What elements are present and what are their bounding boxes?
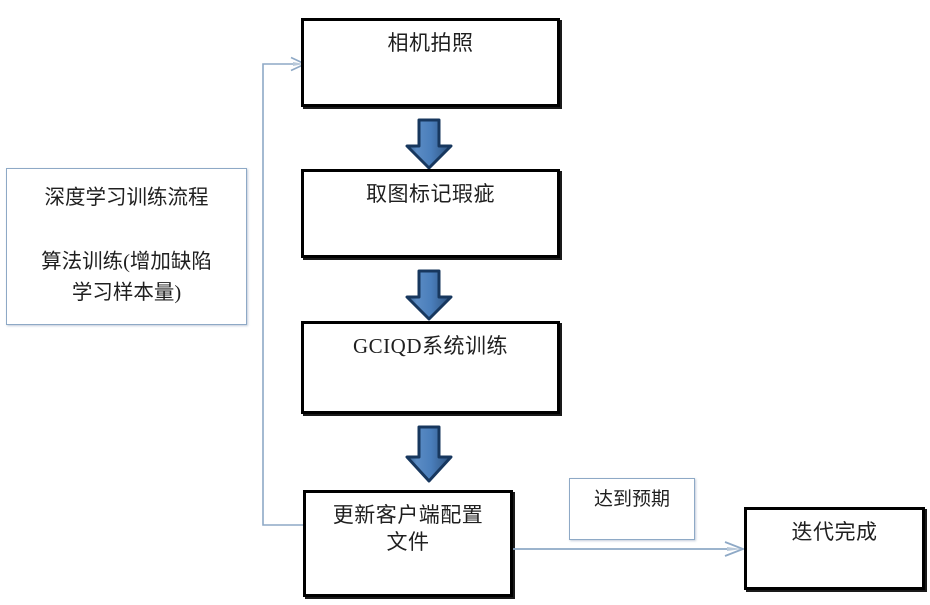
process-box-gciqd-system-training-label: GCIQD系统训练 [353,334,508,358]
process-box-gciqd-system-training[interactable]: GCIQD系统训练 [301,321,560,414]
process-box-capture-and-mark-defects[interactable]: 取图标记瑕疵 [301,169,560,258]
info-box-text: 深度学习训练流程 算法训练(增加缺陷 学习样本量) [41,187,212,305]
process-box-iteration-complete[interactable]: 迭代完成 [744,507,925,590]
process-box-iteration-complete-label: 迭代完成 [791,520,878,544]
arrow-step3-to-step4 [405,425,453,483]
branch-label-meets-expectation-text: 达到预期 [593,489,670,510]
info-box-training-process: 深度学习训练流程 算法训练(增加缺陷 学习样本量) [6,168,247,325]
arrow-step1-to-step2 [405,118,453,170]
process-box-camera-capture[interactable]: 相机拍照 [301,18,560,107]
process-box-camera-capture-label: 相机拍照 [387,31,474,55]
branch-label-meets-expectation: 达到预期 [569,478,695,540]
process-box-update-client-config-file[interactable]: 更新客户端配置 文件 [303,490,513,597]
process-box-update-client-config-file-label: 更新客户端配置 文件 [332,503,484,554]
arrow-step2-to-step3 [405,269,453,321]
process-box-capture-and-mark-defects-label: 取图标记瑕疵 [366,182,495,206]
feedback-loop-step4-to-step1 [262,56,307,526]
